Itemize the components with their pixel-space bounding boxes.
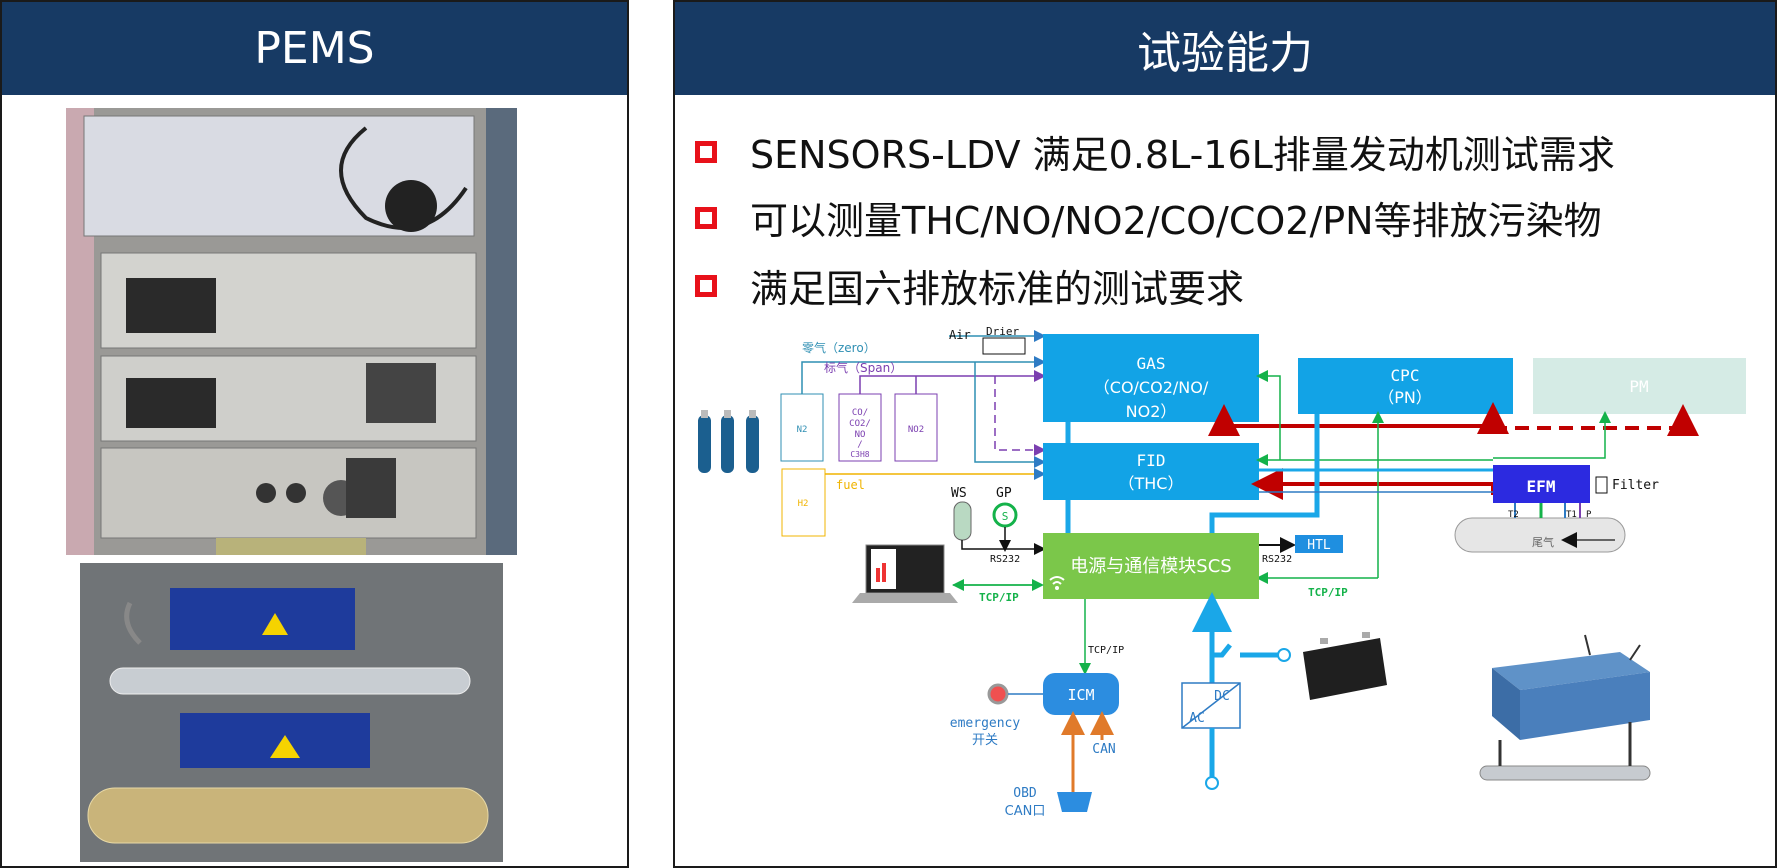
t1-label: T1: [1566, 510, 1577, 520]
fid-box: [1043, 443, 1259, 500]
weather-station-icon: [953, 501, 972, 541]
left-panel: PEMS: [0, 0, 629, 868]
no2-bottle-box: [894, 393, 938, 462]
ac-input-terminal-icon: [1205, 776, 1219, 790]
tcpip-down-label: TCP/IP: [1088, 645, 1124, 656]
battery-terminal-icon: [1277, 648, 1291, 662]
emergency-label: 开关: [972, 733, 998, 748]
fid-label: FID: [1137, 451, 1166, 470]
filter-icon: [1595, 476, 1608, 494]
zero-gas-label: 零气（zero）: [802, 340, 876, 355]
obd-label: CAN口: [1005, 804, 1046, 819]
no2-label: NO2: [908, 425, 924, 435]
htl-label: HTL: [1307, 538, 1331, 553]
icm-label: ICM: [1067, 686, 1094, 704]
rs232-right-label: RS232: [1262, 554, 1292, 565]
exhaust-label: 尾气: [1532, 535, 1554, 549]
tcpip-left-label: TCP/IP: [979, 591, 1019, 604]
p-label: P: [1586, 510, 1592, 520]
span-gas-label: /: [857, 440, 862, 450]
gas-analyzer-label: NO2）: [1126, 402, 1177, 421]
emergency-label: emergency: [950, 716, 1021, 731]
ws-label: WS: [951, 486, 967, 501]
bullet-text: 可以测量THC/NO/NO2/CO/CO2/PN等排放污染物: [750, 199, 1602, 243]
pm-box: [1533, 358, 1746, 414]
gps-icon: [992, 502, 1018, 528]
htl-box: [1295, 535, 1343, 553]
dc-label: DC: [1214, 689, 1230, 704]
scs-label: 电源与通信模块SCS: [1070, 556, 1231, 577]
gps-symbol: S: [1002, 510, 1009, 523]
emergency-button-icon: [987, 683, 1009, 705]
t2-label: T2: [1508, 510, 1519, 520]
h2-bottle-box: [781, 468, 826, 537]
square-bullet-icon: [695, 274, 717, 297]
ac-label: AC: [1189, 711, 1205, 726]
left-panel-title: PEMS: [2, 2, 627, 95]
span-gas-label: NO: [855, 430, 866, 440]
bullet-text: 满足国六排放标准的测试要求: [750, 267, 1245, 311]
gas-analyzer-label: （CO/CO2/NO/: [1094, 378, 1209, 397]
n2-bottle-box: [780, 393, 824, 462]
obd-connector-icon: [1057, 792, 1092, 812]
gas-cylinders-icon: [698, 410, 759, 473]
n2-label: N2: [797, 425, 808, 435]
pems-unit-icon: [1479, 634, 1651, 781]
span-gas-title: 标气（Span）: [824, 360, 902, 375]
pm-label: PM: [1629, 377, 1648, 396]
gas-analyzer-label: GAS: [1137, 354, 1166, 373]
tcpip-right-label: TCP/IP: [1308, 586, 1348, 599]
bullet-item: 满足国六排放标准的测试要求: [695, 258, 1244, 313]
cpc-label: CPC: [1391, 366, 1420, 385]
span-gas-label: CO/: [852, 408, 868, 418]
span-gas-bottle-box: [838, 393, 882, 462]
air-label: Air: [949, 328, 971, 342]
efm-tubes-photo: [80, 563, 503, 862]
h2-label: H2: [798, 499, 809, 509]
span-gas-label: C3H8: [850, 450, 869, 459]
efm-box: [1493, 465, 1590, 503]
bullet-item: 可以测量THC/NO/NO2/CO/CO2/PN等排放污染物: [695, 190, 1602, 245]
battery-icon: [1303, 632, 1387, 700]
square-bullet-icon: [695, 140, 717, 163]
laptop-icon: [852, 544, 958, 603]
gp-label: GP: [996, 486, 1012, 501]
filter-label: Filter: [1612, 478, 1659, 493]
drier-label: Drier: [986, 325, 1019, 338]
bullet-text: SENSORS-LDV 满足0.8L-16L排量发动机测试需求: [750, 133, 1615, 177]
scs-box: [1043, 533, 1259, 599]
square-bullet-icon: [695, 206, 717, 229]
rs232-left-label: RS232: [990, 554, 1020, 565]
obd-label: OBD: [1013, 786, 1037, 801]
drier-box: [982, 337, 1026, 355]
can-label: CAN: [1092, 742, 1115, 757]
pems-analyzer-photo: [66, 108, 517, 555]
fuel-label: fuel: [836, 478, 865, 492]
wifi-icon: [1049, 576, 1065, 590]
bullet-item: SENSORS-LDV 满足0.8L-16L排量发动机测试需求: [695, 124, 1615, 179]
right-panel-title: 试验能力: [675, 2, 1775, 95]
cpc-label: （PN）: [1378, 388, 1432, 407]
icm-box: [1043, 673, 1119, 715]
span-gas-label: CO2/: [849, 419, 871, 429]
efm-label: EFM: [1527, 477, 1556, 496]
fid-label: （THC）: [1119, 474, 1184, 493]
